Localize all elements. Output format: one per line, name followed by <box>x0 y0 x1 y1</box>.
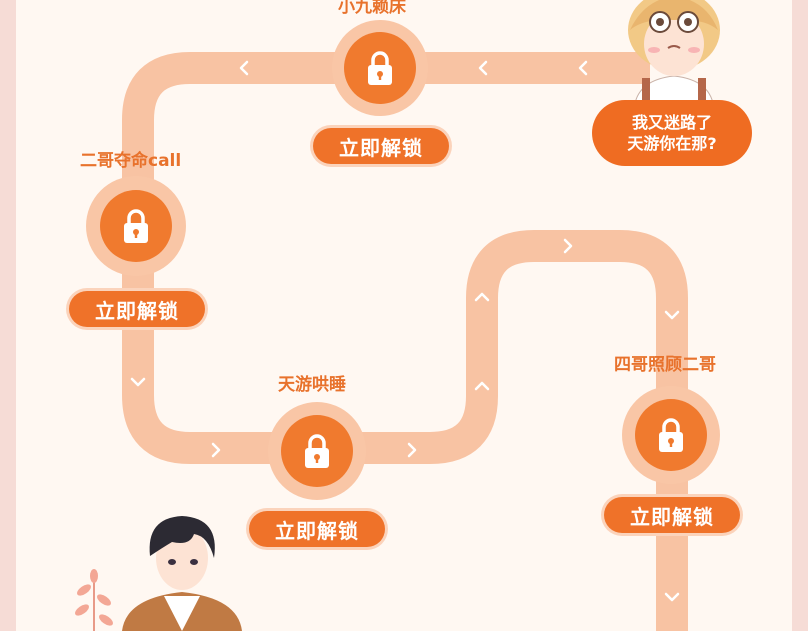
chevron-right-icon <box>563 238 573 254</box>
chevron-left-icon <box>478 60 488 76</box>
lock-icon <box>124 209 148 243</box>
level-title: 小九赖床 <box>338 0 406 17</box>
unlock-button[interactable]: 立即解锁 <box>601 494 743 536</box>
chevron-right-icon <box>211 442 221 458</box>
lock-icon <box>659 418 683 452</box>
level-title: 二哥夺命call <box>80 151 182 171</box>
speech-bubble: 我又迷路了 天游你在那? <box>592 100 752 166</box>
chevron-down-icon <box>130 377 146 387</box>
chevron-left-icon <box>578 60 588 76</box>
chevron-up-icon <box>474 381 490 391</box>
level-node-4[interactable] <box>622 386 720 484</box>
chevron-up-icon <box>474 292 490 302</box>
unlock-button[interactable]: 立即解锁 <box>246 508 388 550</box>
boy-character-avatar <box>122 516 242 631</box>
girl-character-avatar <box>628 0 720 110</box>
chevron-down-icon <box>664 592 680 602</box>
lock-icon <box>305 434 329 468</box>
level-title: 四哥照顾二哥 <box>614 355 716 375</box>
chevron-down-icon <box>664 310 680 320</box>
leaf-decoration-icon <box>75 569 113 631</box>
level-node-3[interactable] <box>268 402 366 500</box>
level-node-1[interactable] <box>332 20 428 116</box>
unlock-button[interactable]: 立即解锁 <box>66 288 208 330</box>
speech-line-2: 天游你在那? <box>627 134 717 153</box>
unlock-button[interactable]: 立即解锁 <box>310 125 452 167</box>
speech-line-1: 我又迷路了 <box>631 113 712 132</box>
lock-icon <box>368 51 392 85</box>
chevron-right-icon <box>407 442 417 458</box>
level-node-2[interactable] <box>86 176 186 276</box>
chevron-left-icon <box>239 60 249 76</box>
level-title: 天游哄睡 <box>278 375 346 395</box>
